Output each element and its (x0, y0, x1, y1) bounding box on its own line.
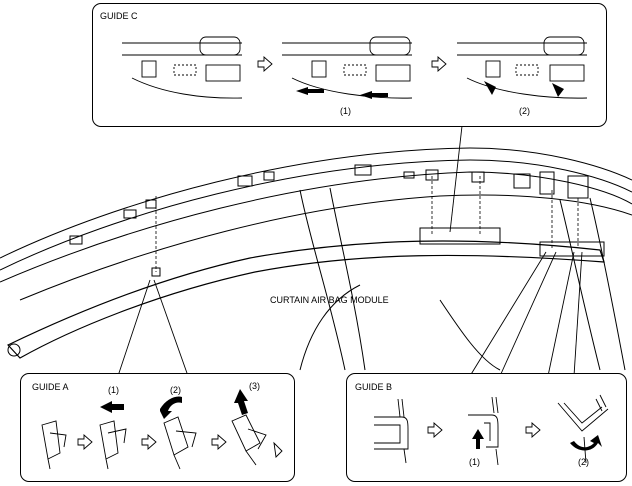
guide-a-step1: (1) (108, 385, 119, 395)
guide-b-step1: (1) (469, 457, 480, 467)
guide-a-step3: (3) (249, 381, 260, 391)
guide-c-step2: (2) (519, 106, 530, 116)
guide-b-illustration (374, 394, 609, 466)
guide-a-title: GUIDE A (32, 382, 69, 392)
guide-a-panel (20, 373, 295, 482)
guide-b-step2: (2) (578, 457, 589, 467)
guide-b-title: GUIDE B (355, 382, 393, 392)
guide-a-step2: (2) (170, 385, 181, 395)
guide-c-title: GUIDE C (100, 11, 138, 21)
guide-a-illustration (41, 389, 283, 470)
guide-c-step1: (1) (340, 106, 351, 116)
guide-c-illustration (122, 36, 588, 99)
guide-b-panel (346, 373, 627, 482)
curtain-air-bag-module-label: CURTAIN AIR BAG MODULE (270, 295, 389, 305)
